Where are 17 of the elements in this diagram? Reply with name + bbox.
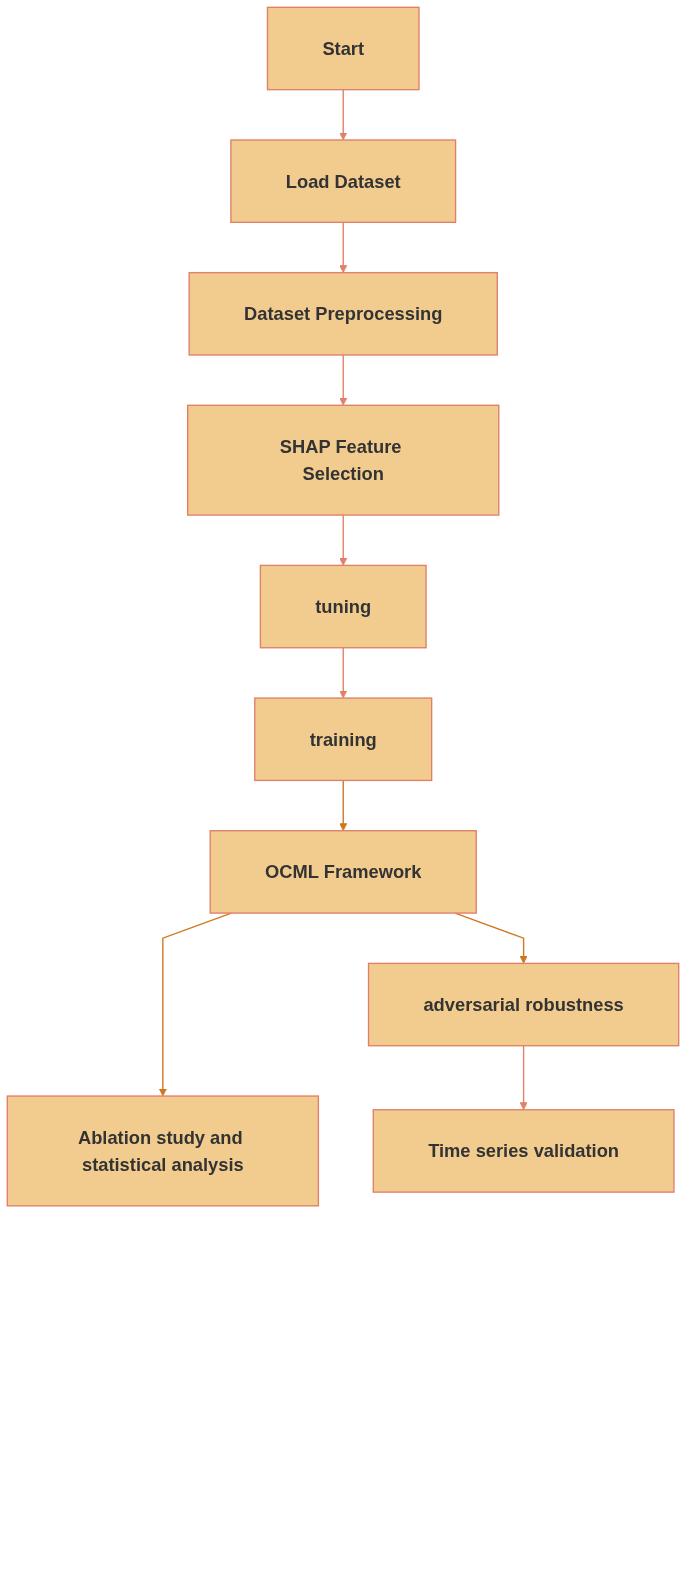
arrow — [339, 779, 348, 832]
arrow — [339, 221, 348, 273]
node-box: adversarial robustness — [367, 962, 680, 1047]
node-box: Time series validation — [372, 1109, 675, 1193]
node-box: tuning — [259, 564, 427, 649]
arrow — [339, 647, 348, 699]
node-box: training — [254, 697, 433, 782]
node-box: Load Dataset — [230, 139, 457, 223]
node-box: Ablation study and statistical analysis — [6, 1095, 320, 1207]
arrow — [519, 1045, 528, 1111]
node-box: Start — [266, 6, 420, 91]
arrow — [339, 354, 348, 406]
node-box: SHAP Feature Selection — [187, 404, 500, 516]
node-box: Dataset Preprocessing — [188, 271, 498, 356]
arrow — [339, 514, 348, 566]
arrow — [339, 88, 348, 141]
node-box: OCML Framework — [209, 830, 477, 914]
